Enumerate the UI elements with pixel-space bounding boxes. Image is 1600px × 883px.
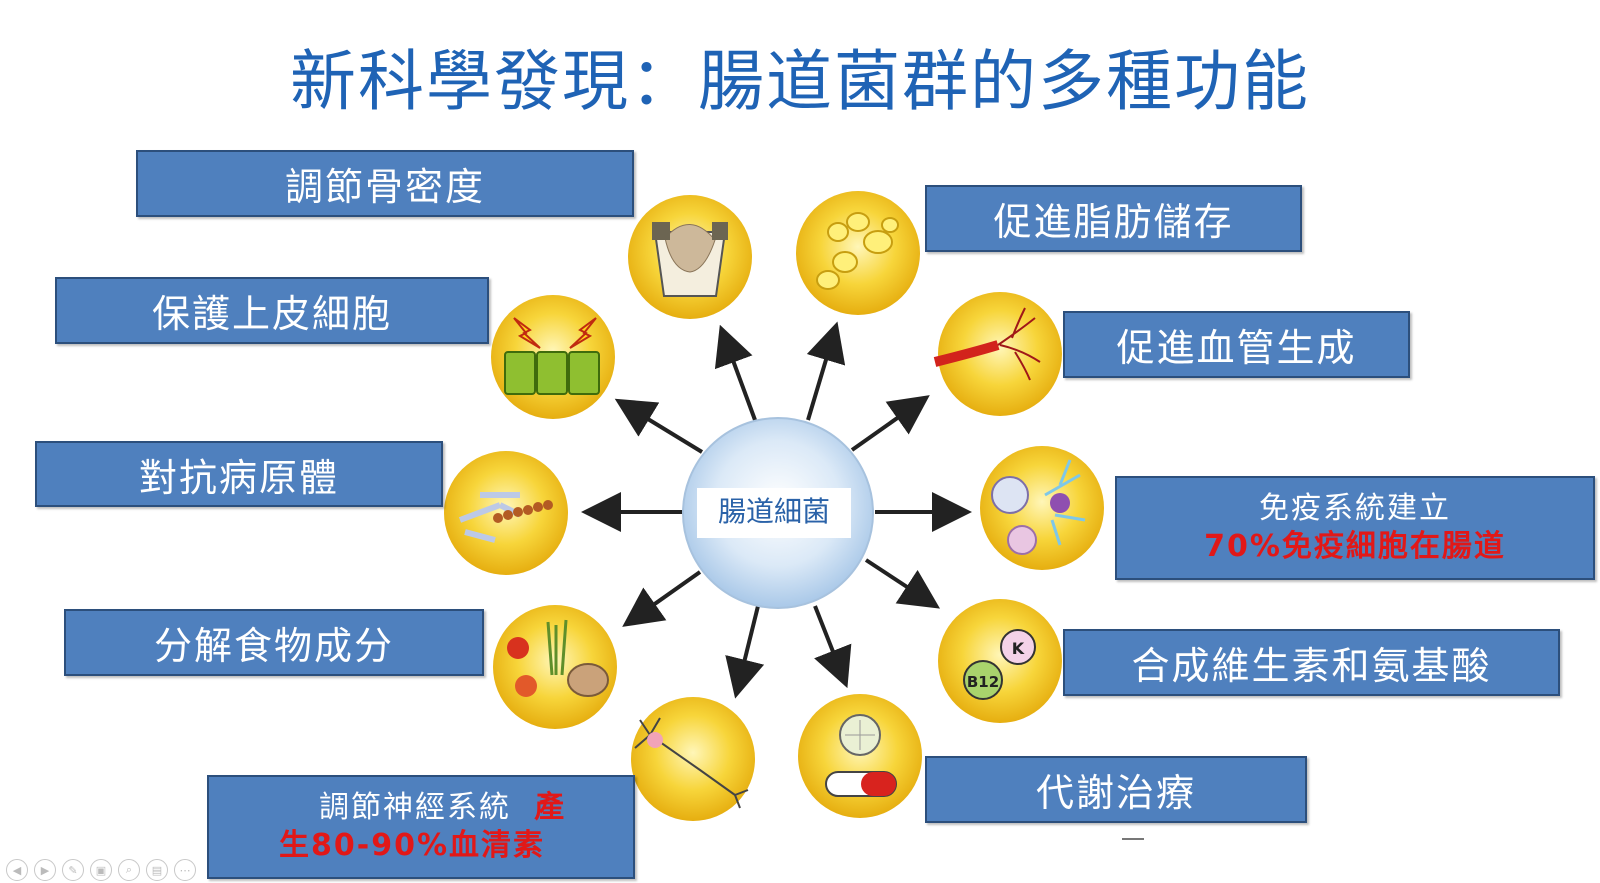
arrow-metabolic (815, 606, 843, 677)
box-epithelium-label: 保護上皮細胞 (152, 283, 392, 338)
box-bone-density-label: 調節骨密度 (285, 156, 485, 211)
arrow-neuro (738, 606, 758, 687)
box-immune-label: 免疫系統建立 (1259, 490, 1451, 528)
box-neuro-label: 調節神經系統 (319, 790, 511, 825)
next-icon[interactable]: ▶ (34, 859, 56, 881)
box-pathogen: 對抗病原體 (35, 441, 443, 507)
box-vitamin-label: 合成維生素和氨基酸 (1131, 635, 1491, 690)
divider-dash (1122, 838, 1144, 840)
arrow-epithelium (625, 405, 702, 452)
box-epithelium: 保護上皮細胞 (55, 277, 489, 344)
box-fat-storage: 促進脂肪儲存 (925, 185, 1302, 252)
arrow-food (632, 572, 700, 620)
immune-cells-icon (980, 446, 1104, 570)
box-fat-storage-label: 促進脂肪儲存 (993, 191, 1233, 246)
bone-density-icon (628, 195, 752, 319)
zoom-icon[interactable]: ⌕ (118, 859, 140, 881)
box-immune-red: 70%免疫細胞在腸道 (1204, 528, 1506, 566)
arrow-vitamin (866, 560, 930, 602)
epithelium-icon (491, 295, 615, 419)
box-immune: 免疫系統建立 70%免疫細胞在腸道 (1115, 476, 1595, 580)
box-bone-density: 調節骨密度 (136, 150, 634, 217)
arrow-bone (724, 336, 755, 420)
arrow-fat (808, 333, 834, 420)
food-icon (493, 605, 617, 729)
fat-storage-icon (796, 191, 920, 315)
box-food-label: 分解食物成分 (154, 615, 394, 670)
pen-icon[interactable]: ✎ (62, 859, 84, 881)
box-angiogenesis-label: 促進血管生成 (1116, 317, 1356, 372)
neuron-icon (631, 697, 755, 821)
slides-icon[interactable]: ▣ (90, 859, 112, 881)
box-neuro-line1: 調節神經系統 產 (279, 789, 566, 827)
box-metabolic-label: 代謝治療 (1036, 762, 1196, 817)
box-pathogen-label: 對抗病原體 (139, 447, 339, 502)
box-angiogenesis: 促進血管生成 (1063, 311, 1410, 378)
slide-nav: ◀ ▶ ✎ ▣ ⌕ ▤ ⋯ (6, 859, 196, 881)
box-food: 分解食物成分 (64, 609, 484, 676)
vitamin-b12-label: B12 (967, 673, 999, 691)
vitamin-k-label: K (1012, 639, 1025, 658)
pathogen-icon (444, 451, 568, 575)
more-icon[interactable]: ⋯ (174, 859, 196, 881)
box-vitamin: 合成維生素和氨基酸 (1063, 629, 1560, 696)
box-neuro-red1: 產 (534, 790, 566, 825)
center-label: 腸道細菌 (697, 488, 851, 538)
vitamin-icon: K B12 (938, 599, 1062, 723)
box-neuro: 調節神經系統 產 生80-90%血清素 (207, 775, 635, 879)
box-metabolic: 代謝治療 (925, 756, 1307, 823)
metabolic-therapy-icon (798, 694, 922, 818)
angiogenesis-icon (935, 292, 1062, 416)
box-neuro-red2: 生80-90%血清素 (279, 827, 545, 865)
prev-icon[interactable]: ◀ (6, 859, 28, 881)
subtitle-icon[interactable]: ▤ (146, 859, 168, 881)
arrow-vessel (852, 402, 920, 450)
